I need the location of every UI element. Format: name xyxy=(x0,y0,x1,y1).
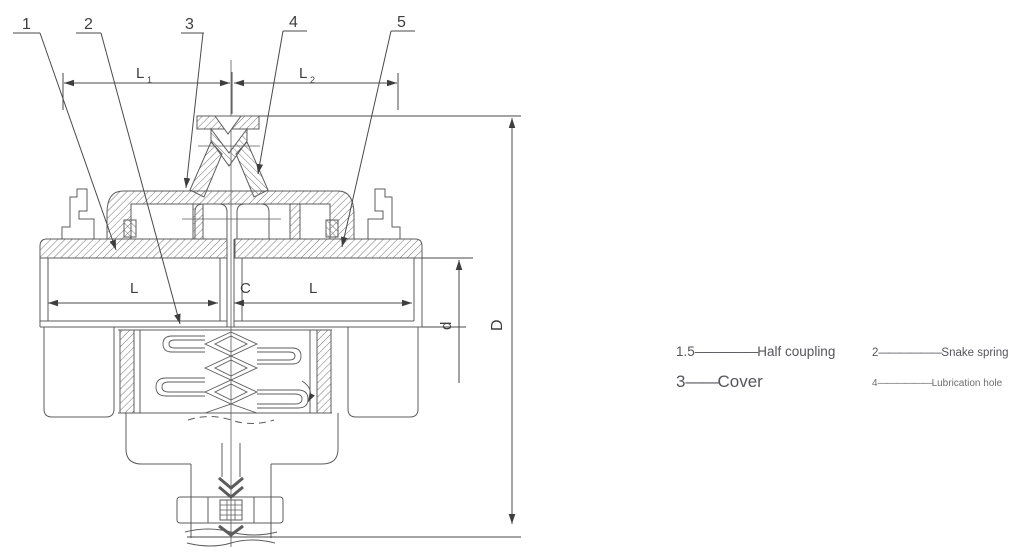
callout-leaders xyxy=(13,30,415,325)
dim-label-l-right: L xyxy=(309,280,317,297)
dimension-d xyxy=(422,257,473,383)
seal-left xyxy=(123,219,137,238)
dim-label-l1-sub: 1 xyxy=(147,75,152,85)
seal-brackets xyxy=(61,188,401,239)
callout-2: 2 xyxy=(84,16,93,33)
dim-label-l1: L xyxy=(136,65,144,82)
bolt-nut xyxy=(176,443,284,537)
dimension-l1-l2 xyxy=(62,72,399,114)
callout-3: 3 xyxy=(185,16,194,33)
dim-label-l2: L xyxy=(299,65,307,82)
dim-label-l2-sub: 2 xyxy=(310,75,315,85)
half-coupling-right-part xyxy=(234,238,423,259)
dim-label-c: C xyxy=(240,280,251,297)
callout-4: 4 xyxy=(289,14,298,31)
snake-spring-part xyxy=(155,331,315,414)
part-geometry xyxy=(39,60,423,547)
hub-housing xyxy=(43,327,419,547)
hub-band xyxy=(39,239,423,328)
half-coupling-left-part xyxy=(39,238,228,259)
callout-5: 5 xyxy=(397,14,406,31)
annotations xyxy=(13,30,521,538)
dim-label-l-left: L xyxy=(130,280,138,297)
lubrication-plug-part xyxy=(189,115,269,198)
dim-label-d: d xyxy=(438,322,455,330)
drawing-labels: 1 2 3 4 5 L 1 L 2 L C L d D xyxy=(22,14,506,331)
cover-part xyxy=(106,190,355,240)
seal-right xyxy=(325,219,339,238)
dim-label-D: D xyxy=(489,319,506,331)
dimension-D xyxy=(187,115,521,538)
callout-1: 1 xyxy=(22,16,31,33)
